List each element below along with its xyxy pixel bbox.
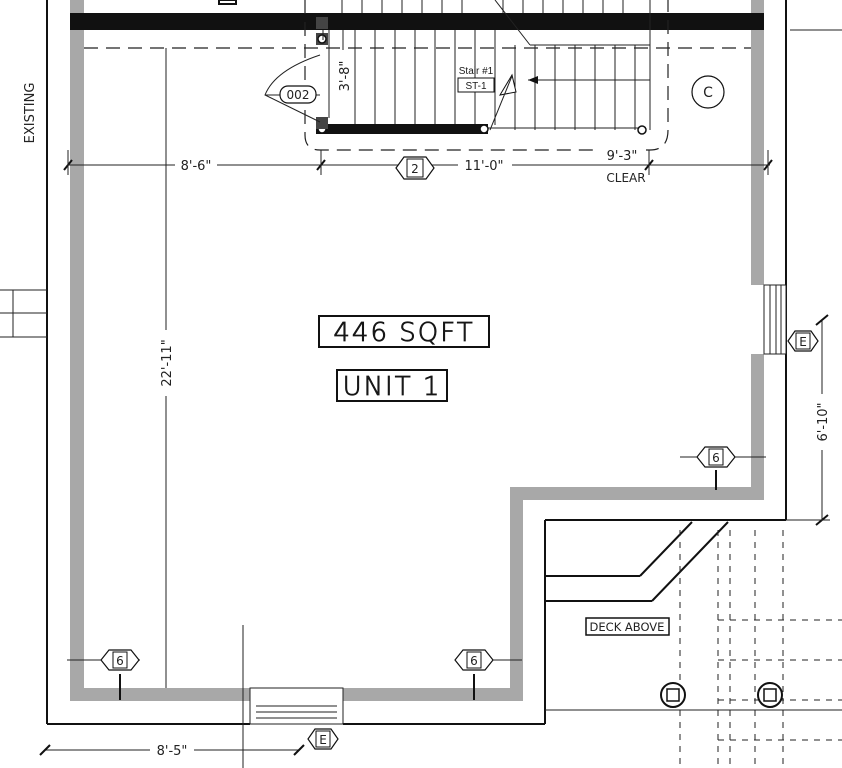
- stair-title: Stair #1: [459, 66, 494, 77]
- wall-tag-6-right: 6: [680, 446, 766, 490]
- beam-header: [70, 13, 764, 30]
- dim-top-left-text: 8'-6": [181, 159, 212, 174]
- wall-left: [70, 0, 84, 688]
- dim-bottom: 8'-5": [39, 742, 305, 759]
- section-tag-2: 2: [395, 156, 435, 180]
- dim-top-right-text: 9'-3": [607, 149, 638, 164]
- unit-label: UNIT 1: [336, 369, 448, 402]
- stair-label: Stair #1 ST-1: [457, 66, 495, 93]
- dim-right-side: 6'-10": [786, 314, 831, 526]
- clear-label: CLEAR: [606, 171, 645, 185]
- deck-area: [545, 521, 842, 768]
- elevation-tag-e-bottom: E: [307, 728, 339, 750]
- deck-label: DECK ABOVE: [585, 617, 670, 636]
- dim-right-side-text: 6'-10": [816, 402, 831, 441]
- door-tag: 002: [279, 85, 317, 104]
- wall-tag-6-left: 6: [67, 649, 140, 700]
- unit-label-text: UNIT 1: [343, 372, 442, 402]
- door-bottom: [249, 687, 344, 725]
- wall-right-lower: [751, 354, 764, 500]
- wall-inner-vertical: [510, 487, 523, 701]
- area-label: 446 SQFT: [318, 315, 490, 348]
- circle-c-tag: C: [691, 75, 725, 109]
- wall-inner-horizontal: [510, 487, 764, 500]
- dim-stair-depth-text: 3'-8": [338, 61, 353, 92]
- wall-bottom-left: [70, 688, 250, 701]
- stair-region: [264, 0, 669, 151]
- dim-vertical-main: 22'-11": [158, 48, 175, 688]
- wall-right-upper: [751, 0, 764, 285]
- dim-top: 8'-6" 11'-0" 9'-3" CLEAR: [63, 148, 773, 185]
- elevation-tag-e-right: E: [787, 330, 819, 352]
- door-tag-text: 002: [287, 88, 310, 102]
- circle-c-text: C: [703, 85, 713, 101]
- dim-stair-depth: 3'-8": [338, 61, 353, 92]
- wall-tag-6-mid-text: 6: [470, 654, 478, 668]
- area-label-text: 446 SQFT: [333, 318, 474, 348]
- dim-vertical-main-text: 22'-11": [160, 339, 175, 386]
- wall-tag-6-mid: 6: [454, 649, 522, 700]
- wall-tag-6-right-text: 6: [712, 451, 720, 465]
- post-right: [757, 682, 783, 708]
- dim-bottom-text: 8'-5": [157, 744, 188, 759]
- existing-label: EXISTING: [23, 83, 38, 144]
- section-tag-2-text: 2: [411, 162, 419, 176]
- window-right: [763, 284, 787, 355]
- wall-tag-6-left-text: 6: [116, 654, 124, 668]
- post-left: [660, 682, 686, 708]
- elevation-tag-e-bottom-text: E: [319, 733, 327, 747]
- stair-code: ST-1: [465, 81, 487, 92]
- wall-bottom-right: [343, 688, 513, 701]
- column-stub-top: [218, 0, 237, 5]
- deck-label-text: DECK ABOVE: [590, 620, 665, 634]
- dim-top-mid-text: 11'-0": [464, 159, 503, 174]
- elevation-tag-e-right-text: E: [799, 335, 807, 349]
